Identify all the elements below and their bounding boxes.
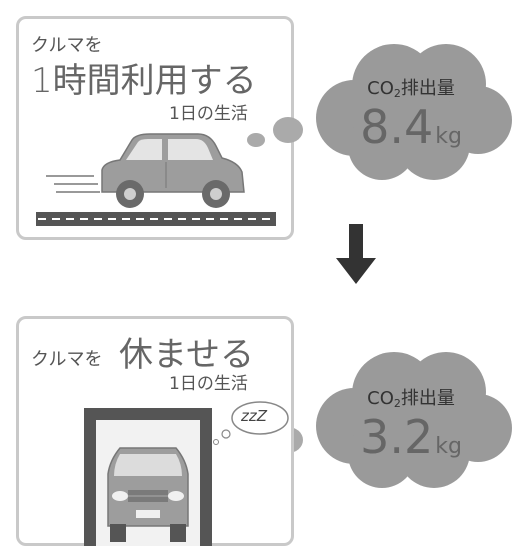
scenario-panel-rest: クルマを 休ませる 1日の生活 zzZ	[16, 316, 294, 546]
panel-heading-big: 1時間利用する	[31, 61, 257, 101]
panel-subheading: 1日の生活	[169, 374, 248, 394]
co2-value: 8.4kg	[360, 100, 462, 154]
panel-heading-small: クルマを	[31, 349, 103, 370]
panel-heading-big: 休ませる	[119, 335, 254, 375]
sleeping-car-illustration	[84, 401, 289, 546]
co2-cloud-rest: CO2排出量 3.2kg	[306, 344, 516, 494]
down-arrow-icon	[336, 224, 376, 284]
scenario-panel-drive: クルマを 1時間利用する 1日の生活	[16, 16, 294, 240]
snore-text: zzZ	[241, 407, 268, 425]
co2-label: CO2排出量	[367, 388, 455, 410]
cloud-shape	[316, 44, 512, 180]
cloud-shape	[316, 352, 512, 488]
panel-subheading: 1日の生活	[169, 104, 248, 124]
co2-cloud-drive: CO2排出量 8.4kg	[306, 36, 516, 186]
moving-car-illustration	[36, 133, 276, 226]
co2-label: CO2排出量	[367, 78, 455, 100]
panel-heading-small: クルマを	[31, 35, 103, 56]
co2-value: 3.2kg	[360, 410, 462, 464]
